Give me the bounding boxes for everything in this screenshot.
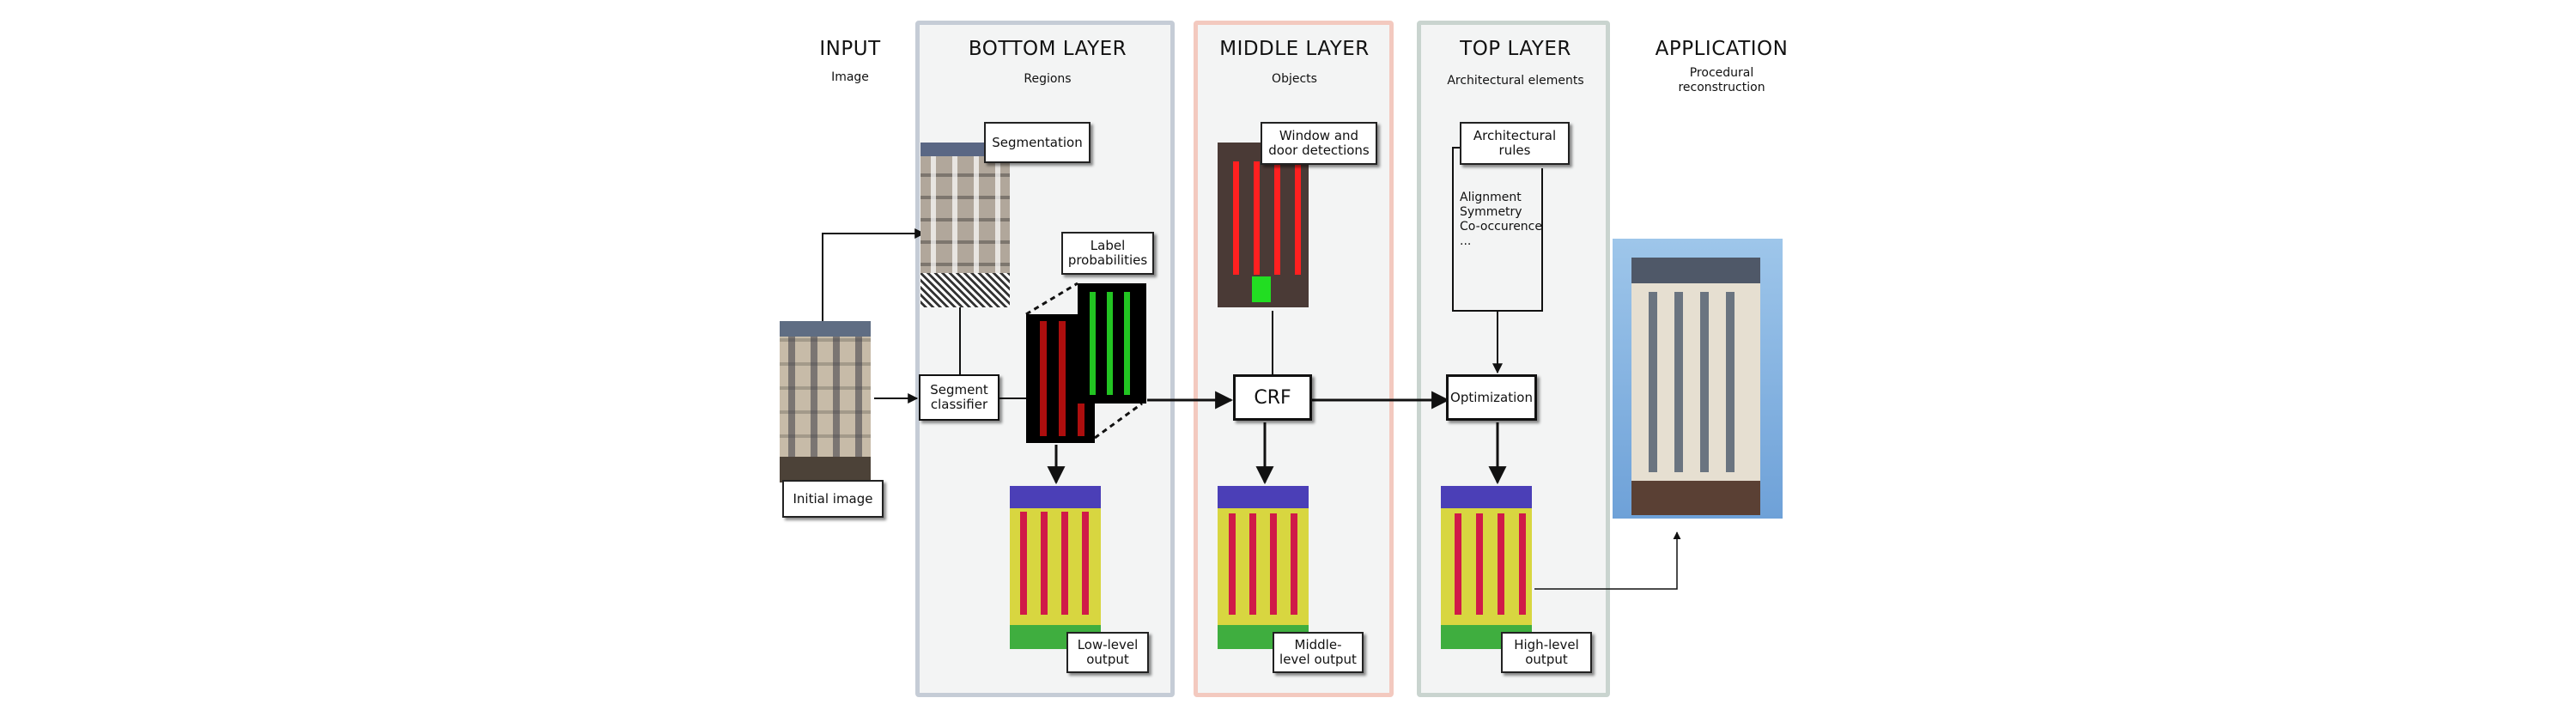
label-probability-map-green: [1078, 283, 1146, 404]
bottom-layer-heading: BOTTOM LAYER: [968, 38, 1127, 60]
zoom-line-top: [1025, 282, 1078, 316]
middle-layer-heading: MIDDLE LAYER: [1219, 38, 1370, 60]
window-door-detections-label: Window and door detections: [1261, 122, 1377, 165]
low-level-output-image: [1010, 486, 1101, 649]
architectural-rules-list: Alignment Symmetry Co-occurence ...: [1460, 191, 1546, 249]
high-level-output-image: [1441, 486, 1532, 649]
middle-level-output-image: [1218, 486, 1309, 649]
initial-image-label: Initial image: [782, 480, 884, 518]
zoom-line-bottom: [1094, 402, 1143, 440]
label-probabilities-label: Label probabilities: [1061, 232, 1154, 275]
application-heading: APPLICATION: [1655, 38, 1789, 60]
middle-level-output-label: Middle-level output: [1273, 632, 1364, 673]
segment-classifier-box: Segment classifier: [919, 374, 999, 421]
middle-layer-subheading: Objects: [1272, 72, 1317, 86]
segmentation-image: [920, 143, 1010, 307]
procedural-reconstruction-image: [1613, 239, 1783, 519]
top-layer-subheading: Architectural elements: [1447, 74, 1584, 88]
arrow-high-level-to-application: [1534, 531, 1681, 590]
bottom-layer-subheading: Regions: [1024, 72, 1072, 86]
rules-bracket: [1452, 147, 1543, 312]
rule-item: Co-occurence: [1460, 220, 1542, 234]
high-level-output-label: High-level output: [1501, 632, 1592, 673]
window-door-detections-image: [1218, 143, 1309, 307]
segmentation-label: Segmentation: [984, 122, 1091, 163]
low-level-output-label: Low-level output: [1066, 632, 1149, 673]
optimization-box: Optimization: [1446, 374, 1537, 421]
input-image-thumbnail: [780, 321, 871, 482]
application-subheading: Procedural reconstruction: [1678, 66, 1765, 94]
rule-item: Alignment: [1460, 191, 1522, 204]
input-heading: INPUT: [819, 38, 881, 60]
top-layer-heading: TOP LAYER: [1460, 38, 1571, 60]
architectural-rules-label: Architectural rules: [1460, 122, 1570, 165]
input-subheading: Image: [831, 70, 869, 84]
rule-item: ...: [1460, 234, 1472, 248]
rule-item: Symmetry: [1460, 205, 1522, 219]
arrow-input-to-segmentation: [822, 228, 926, 322]
crf-box: CRF: [1233, 374, 1312, 421]
